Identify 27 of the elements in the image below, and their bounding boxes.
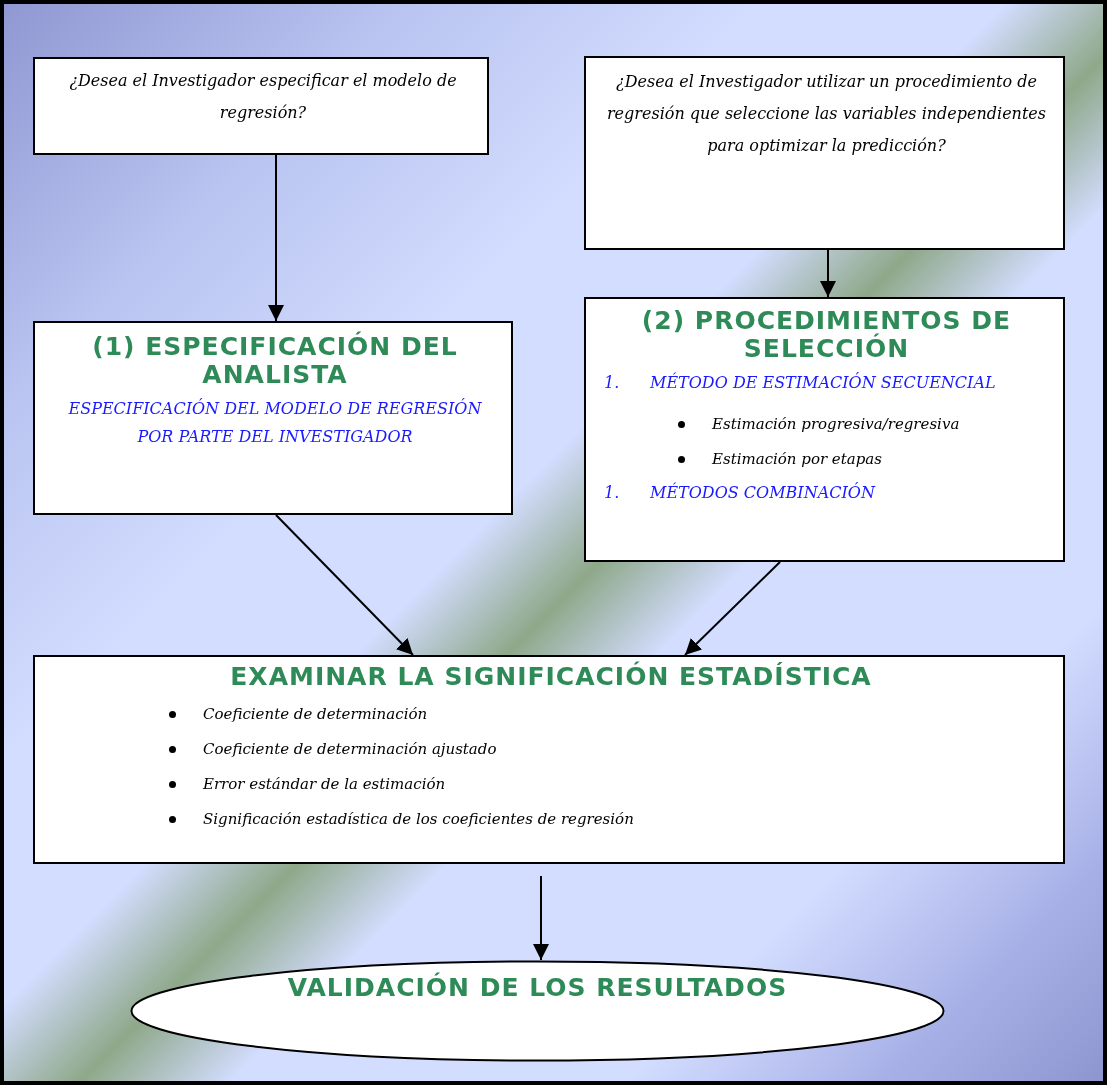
arrow [268, 154, 284, 322]
question-text: ¿Desea el Investigador utilizar un procedimiento de regresión que seleccione las variables independientes para optimizar la predicción? [605, 71, 1048, 157]
box-subtitle: ESPECIFICACIÓN DEL MODELO DE REGRESIÓN POR PARTE DEL INVESTIGADOR [67, 397, 483, 448]
list-item: Coeficiente de determinación [203, 704, 429, 725]
box-heading: (1) ESPECIFICACIÓN DEL ANALISTA [91, 333, 459, 389]
list-item: Estimación progresiva/regresiva [712, 414, 961, 435]
list-item: MÉTODO DE ESTIMACIÓN SECUENCIAL [650, 371, 997, 394]
question-box [584, 56, 1065, 250]
process-box [584, 297, 1065, 562]
process-box [33, 321, 513, 515]
box-heading: (2) PROCEDIMIENTOS DE SELECCIÓN [640, 307, 1013, 363]
question-text: ¿Desea el Investigador especificar el modelo de regresión? [68, 70, 458, 124]
arrow [684, 561, 781, 656]
arrow [275, 514, 414, 656]
list-item: Error estándar de la estimación [203, 774, 447, 795]
list-item: Significación estadística de los coeficientes de regresión [203, 809, 635, 830]
terminal-heading: VALIDACIÓN DE LOS RESULTADOS [286, 974, 789, 1002]
box-heading: EXAMINAR LA SIGNIFICACIÓN ESTADÍSTICA [229, 663, 873, 691]
arrow [820, 249, 836, 298]
arrow [533, 875, 549, 961]
list-item: MÉTODOS COMBINACIÓN [650, 481, 877, 504]
list-item: Coeficiente de determinación ajustado [203, 739, 498, 760]
list-number: 1. [604, 372, 621, 394]
process-box [33, 655, 1065, 864]
list-item: Estimación por etapas [712, 449, 883, 470]
question-box [33, 57, 489, 155]
list-number: 1. [604, 482, 621, 504]
